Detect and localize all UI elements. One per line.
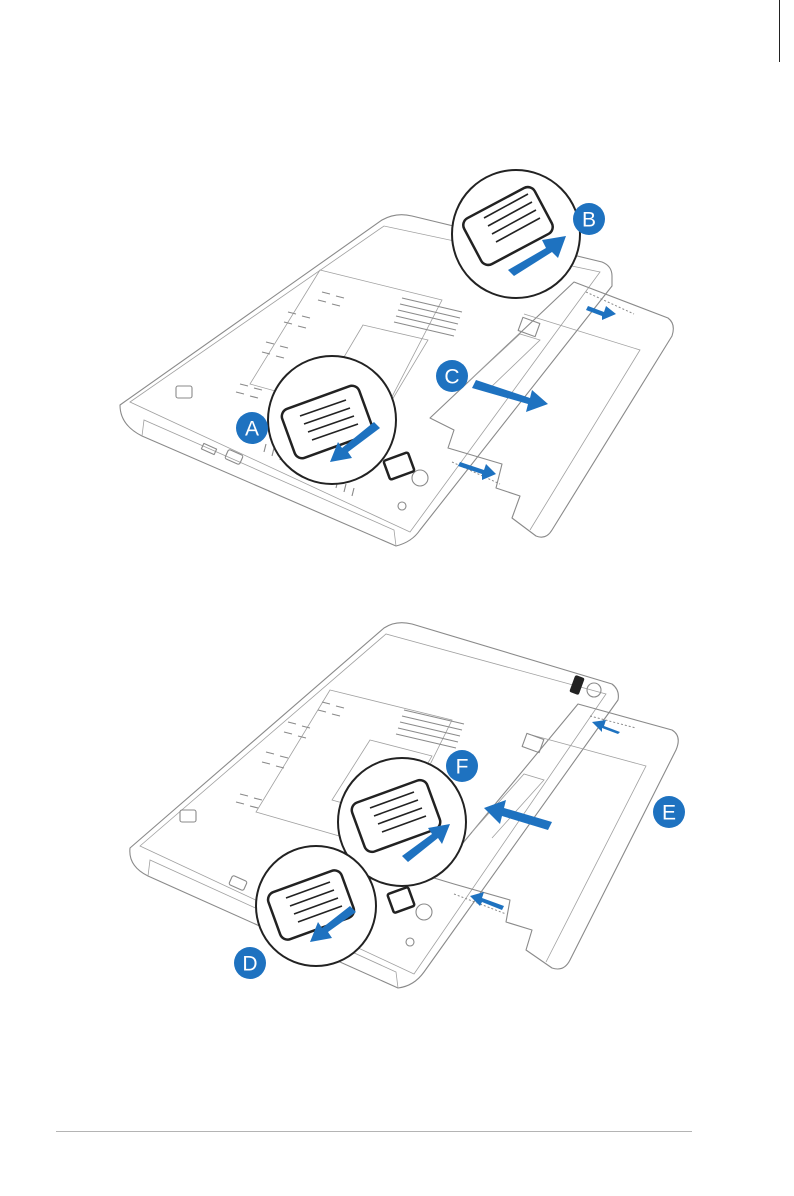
callout-label-a: A: [245, 418, 259, 441]
callout-label-b: B: [582, 209, 596, 232]
guide-arrow-icon: [592, 720, 620, 734]
footer-rule: [56, 1131, 692, 1132]
battery-pack-figure-1: [430, 282, 673, 537]
callout-label-d: D: [242, 953, 257, 976]
battery-pack-figure-2: [434, 704, 678, 969]
callout-f: F: [446, 750, 478, 782]
eject-arrow-icon: [472, 380, 548, 412]
callout-a: A: [236, 412, 268, 444]
callout-e: E: [653, 796, 685, 828]
callout-d: D: [234, 947, 266, 979]
guide-arrow-icon: [470, 892, 504, 910]
latch-zoom-a: [268, 356, 415, 484]
callout-b: B: [573, 203, 605, 235]
callout-label-f: F: [456, 756, 469, 779]
insert-arrow-icon: [484, 800, 552, 830]
callout-label-c: C: [444, 366, 459, 389]
latch-zoom-b: [452, 170, 580, 298]
guide-arrow-icon: [458, 462, 496, 480]
callout-label-e: E: [662, 802, 676, 825]
callout-c: C: [436, 360, 468, 392]
insert-arrows-figure-2: [470, 720, 620, 910]
